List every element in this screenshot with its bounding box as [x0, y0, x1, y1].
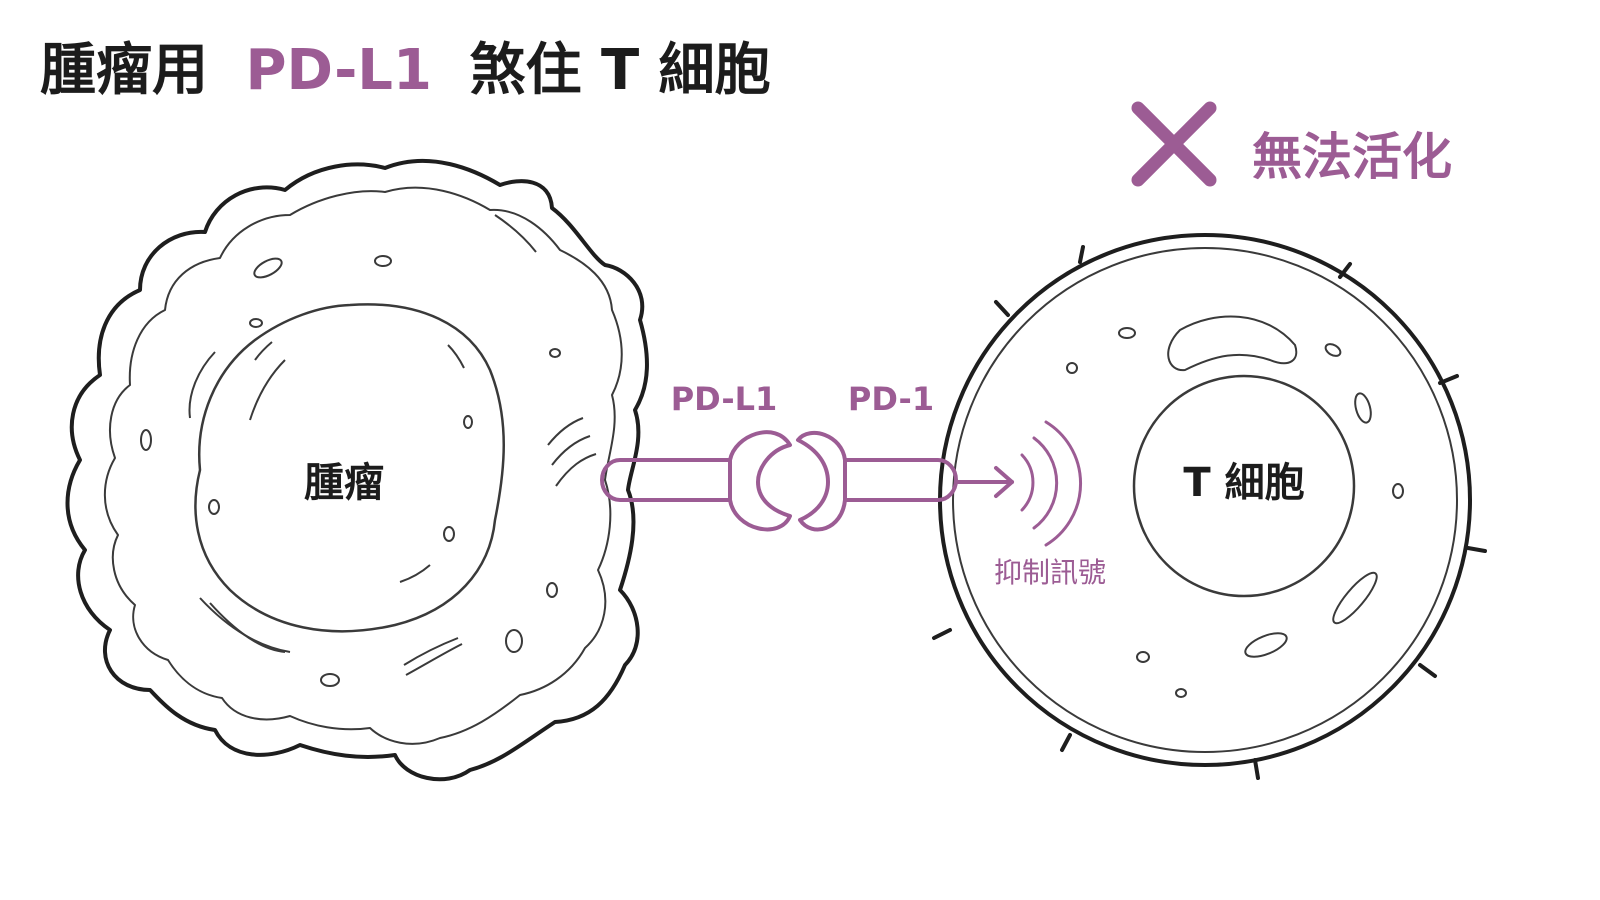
- t-cell-organelles: [1066, 315, 1404, 698]
- signal-waves-icon: [1020, 420, 1082, 547]
- title-highlight: PD-L1: [246, 38, 432, 103]
- tumor-membrane-outer: [65, 158, 649, 782]
- tumor-organelles: [140, 214, 597, 687]
- t-cell-nucleus: [1132, 374, 1356, 598]
- tumor-cell: 腫瘤: [65, 158, 649, 782]
- status-text: 無法活化: [1252, 128, 1452, 186]
- title-part1: 腫瘤用: [40, 38, 208, 103]
- signal-label: 抑制訊號: [994, 556, 1106, 589]
- pd-1-label: PD-1: [848, 380, 934, 418]
- pd-1-stalk: [845, 458, 958, 502]
- pd-l1-receptor: [600, 430, 792, 532]
- title-part2: 煞住 T 細胞: [469, 38, 770, 103]
- tumor-membrane-inner: [103, 186, 623, 745]
- x-mark-icon: [1131, 101, 1217, 187]
- pd-l1-label: PD-L1: [671, 380, 778, 418]
- arrow-right-icon: [956, 466, 1014, 498]
- pd-l1-stalk: [600, 458, 730, 502]
- pd-l1-head: [728, 430, 792, 532]
- t-cell-label: T 細胞: [1183, 460, 1304, 506]
- pd-1-receptor: [796, 430, 958, 532]
- pd-1-head: [796, 430, 847, 532]
- t-cell: T 細胞: [932, 233, 1487, 780]
- page-title: 腫瘤用 PD-L1 煞住 T 細胞: [40, 38, 771, 103]
- tumor-nucleus: [194, 303, 505, 633]
- tumor-label: 腫瘤: [304, 460, 384, 506]
- t-cell-membrane-inner: [952, 247, 1458, 753]
- t-cell-microvilli: [932, 245, 1487, 780]
